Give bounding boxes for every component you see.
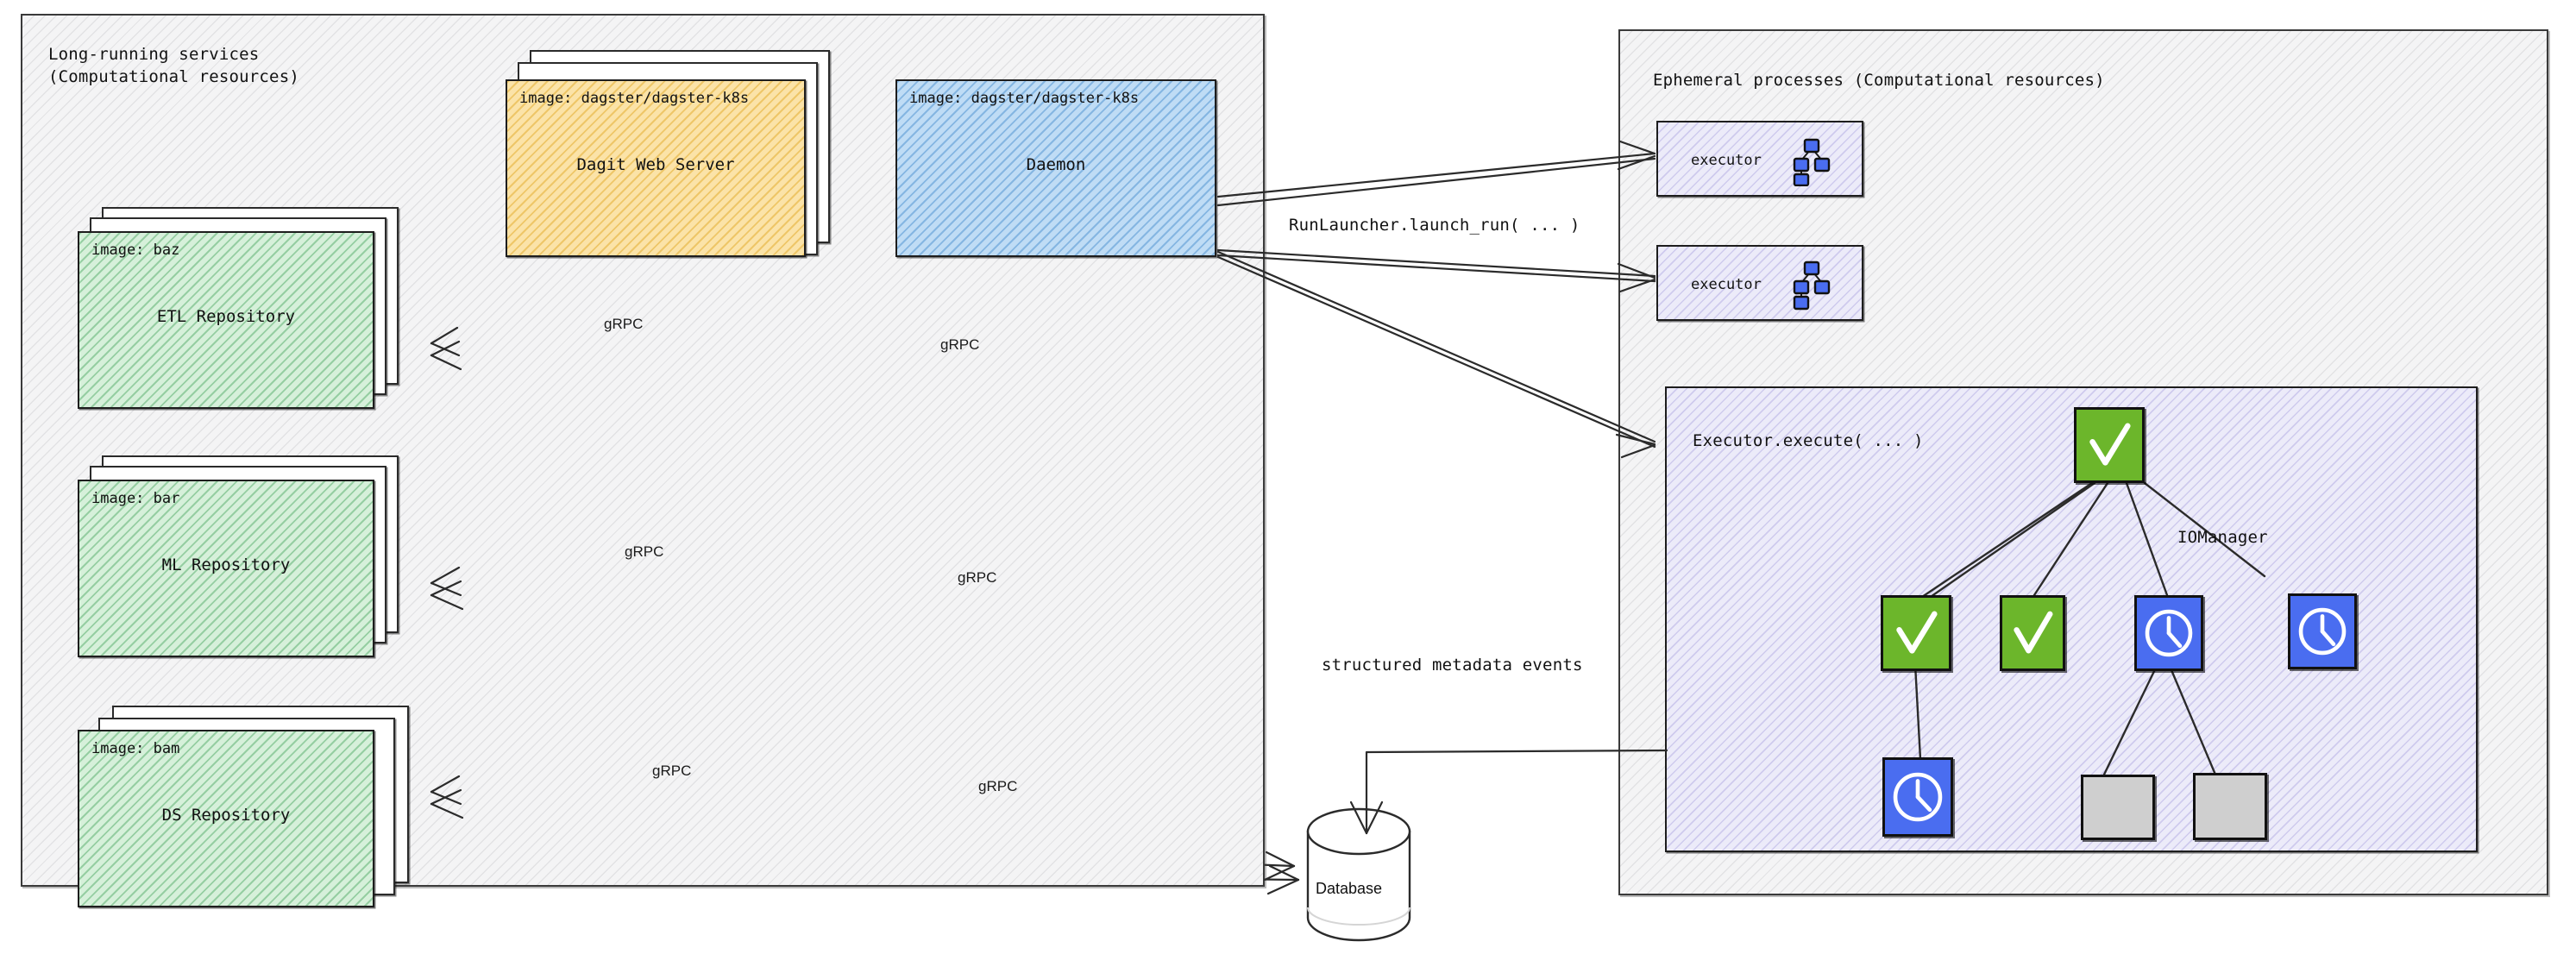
grpc-label-6: gRPC [978,778,1018,794]
clock-icon [2145,609,2193,657]
executor-card-1[interactable]: executor [1656,121,1863,197]
long-running-services-title-line1: Long-running services [48,45,260,64]
check-icon [1896,611,1938,654]
grpc-label-1: gRPC [604,316,644,332]
dag-node-d[interactable] [2288,593,2357,669]
clock-icon [2298,607,2347,656]
dag-node-b[interactable] [2000,595,2065,671]
ds-repository-image-label: image: bam [91,740,180,757]
dag-node-g[interactable] [2193,773,2267,840]
structured-metadata-events-label: structured metadata events [1322,656,1583,675]
ml-repository-name: ML Repository [161,555,291,574]
executor-label-2: executor [1691,276,1762,293]
etl-repository-name: ETL Repository [156,307,296,326]
dagit-image-label: image: dagster/dagster-k8s [519,90,750,107]
dagit-web-server-card[interactable]: image: dagster/dagster-k8s Dagit Web Ser… [506,79,806,257]
ml-repository-card[interactable]: image: bar ML Repository [78,480,374,657]
ephemeral-processes-title: Ephemeral processes (Computational resou… [1653,71,2105,90]
executor-card-2[interactable]: executor [1656,245,1863,321]
dag-icon-2 [1786,259,1838,311]
daemon-card[interactable]: image: dagster/dagster-k8s Daemon [895,79,1216,257]
etl-repository-image-label: image: baz [91,242,180,259]
dag-node-a[interactable] [1881,595,1951,671]
iomanager-label: IOManager [2177,528,2268,547]
database-icon [1306,807,1411,942]
dag-node-c[interactable] [2134,595,2203,671]
ml-repository-image-label: image: bar [91,490,180,507]
ds-repository-card[interactable]: image: bam DS Repository [78,730,374,907]
dag-icon-1 [1786,138,1838,186]
grpc-label-2: gRPC [940,336,980,353]
check-icon [2014,611,2053,654]
check-icon [2089,423,2131,466]
dag-node-e[interactable] [1882,757,1953,837]
grpc-label-3: gRPC [625,543,664,560]
dag-node-root[interactable] [2074,407,2145,483]
ds-repository-name: DS Repository [161,806,291,825]
executor-execute-title: Executor.execute( ... ) [1693,431,1924,450]
daemon-image-label: image: dagster/dagster-k8s [909,90,1140,107]
run-launcher-label: RunLauncher.launch_run( ... ) [1289,216,1580,235]
database-label: Database [1316,880,1383,897]
dag-node-f[interactable] [2081,775,2155,840]
grpc-label-4: gRPC [958,569,997,586]
daemon-name: Daemon [1026,155,1086,174]
long-running-services-title-line2: (Computational resources) [48,67,299,86]
dagit-web-server-name: Dagit Web Server [576,155,735,174]
clock-icon [1893,772,1943,822]
executor-label-1: executor [1691,152,1762,169]
database-cylinder[interactable] [1294,806,1423,944]
etl-repository-card[interactable]: image: baz ETL Repository [78,231,374,409]
grpc-label-5: gRPC [652,763,692,779]
